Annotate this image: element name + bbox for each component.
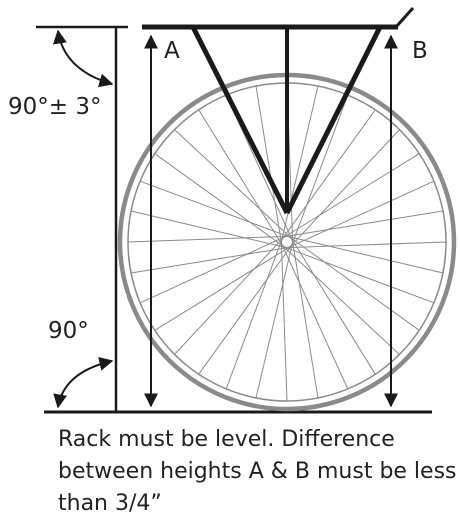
top-angle-arc [53,29,114,88]
wheel-spoke [291,241,447,248]
wheel-spoke [293,239,420,331]
height-b-label: B [412,38,428,64]
wheel-spoke [293,94,349,241]
wheel-spoke [174,240,281,355]
rack-right-strut [284,25,383,215]
top-angle-label: 90°± 3° [8,94,101,120]
height-a-label: A [164,38,180,64]
wheel-spoke [288,248,435,304]
wheel-spoke [292,245,319,398]
wheel-spoke [285,248,400,355]
wheel-spoke [139,180,286,236]
rack-level-diagram: A B 90°± 3° 90° [8,6,457,414]
bottom-angle-arc [53,356,114,409]
wheel-spoke [255,86,282,239]
wheel-spoke [293,242,376,375]
wheel-spoke [174,129,289,236]
wheel-spoke [290,210,443,237]
wheel-spoke [139,238,282,304]
bottom-angle-label: 90° [48,318,89,344]
wheel-spoke [292,237,444,274]
rack-left-strut [190,25,290,215]
wheel-spoke [293,129,400,244]
wheel-spoke [131,247,284,274]
rack [142,6,415,215]
wheel-spoke [292,180,435,246]
wheel-spoke [255,247,292,399]
wheel-spoke [281,246,288,402]
wheel-spoke [225,243,281,390]
wheel-spoke [198,109,281,242]
rack-end-tab [394,6,415,29]
wheel-spoke [154,153,281,245]
caption-line-2: between heights A & B must be less [58,459,457,484]
caption-line-1: Rack must be level. Difference [58,427,395,452]
wheel-hub [280,235,294,249]
wheel-spoke [283,247,349,390]
wheel-spoke [287,153,420,236]
caption-line-3: than 3/4” [58,491,162,516]
wheel-spoke [198,248,290,375]
wheel-spoke [284,109,376,236]
caption: Rack must be level. Difference between h… [58,424,458,520]
wheel-spoke [154,248,287,331]
